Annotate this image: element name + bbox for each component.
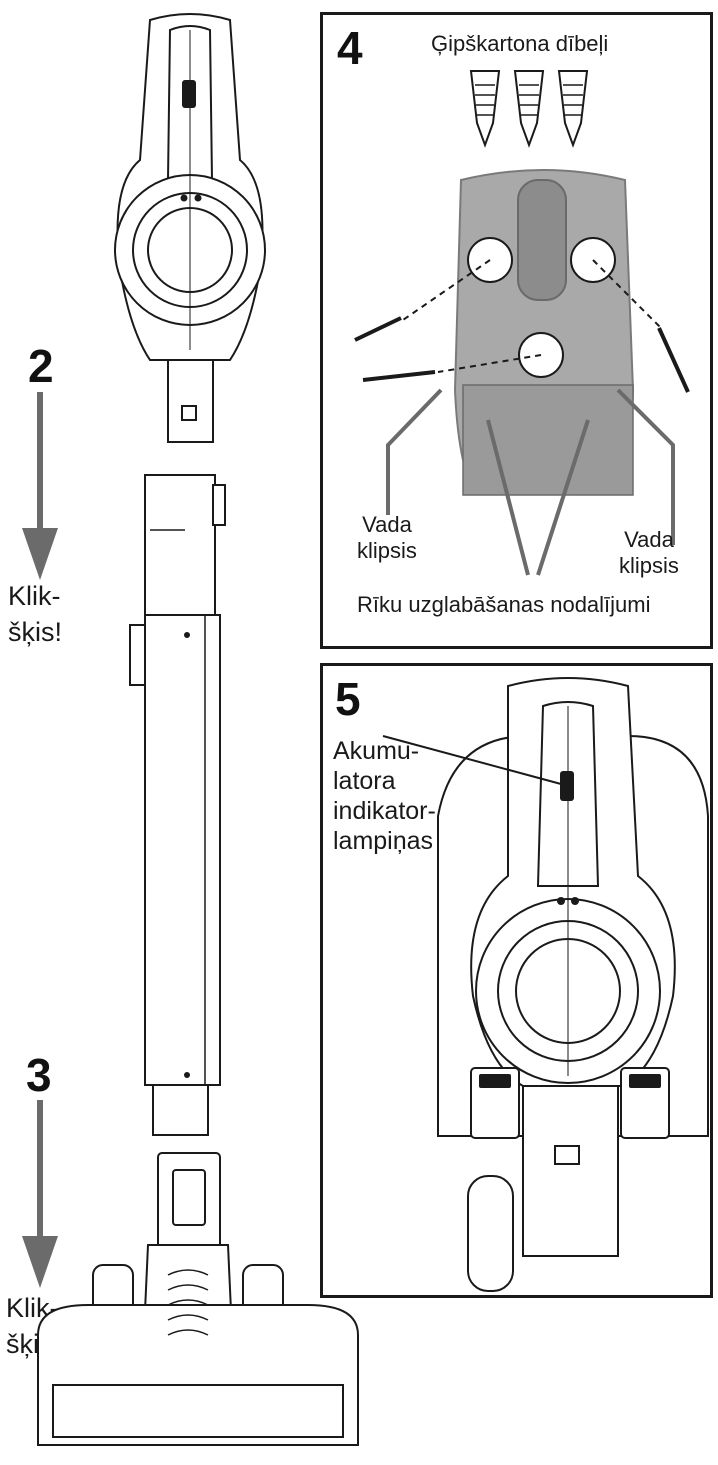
- cord-clip-right-label: Vada klipsis: [619, 527, 679, 578]
- step-3-down-arrow-icon: [22, 1100, 58, 1288]
- step-2-down-arrow-icon: [22, 392, 58, 580]
- label-leader-lines: [386, 388, 675, 576]
- step-2-number: 2: [28, 340, 54, 392]
- step-5-number: 5: [335, 673, 361, 725]
- step-4-panel: 4 Ģipškartona dībeļi: [320, 12, 713, 649]
- drywall-anchors-icon: [469, 70, 589, 148]
- step-3-number: 3: [26, 1049, 52, 1101]
- floor-head-illustration: [37, 1152, 359, 1446]
- handheld-unit-illustration: [114, 13, 266, 443]
- extension-tube-illustration: [129, 474, 226, 1136]
- drywall-anchors-label: Ģipškartona dībeļi: [431, 31, 609, 56]
- battery-indicator-label: Akumu- latora indikator- lampiņas: [333, 737, 436, 855]
- cord-clip-left-label: Vada klipsis: [357, 512, 417, 563]
- step-4-number: 4: [337, 22, 363, 74]
- step-2-click-text: Klik- šķis!: [8, 581, 62, 647]
- wall-mount-illustration: [354, 169, 690, 496]
- tool-storage-label: Rīku uzglabāšanas nodalījumi: [357, 592, 651, 617]
- step-5-panel: 5 Akumu- latora indikator- lampiņas: [320, 663, 713, 1298]
- mounted-unit-illustration: [382, 677, 709, 1292]
